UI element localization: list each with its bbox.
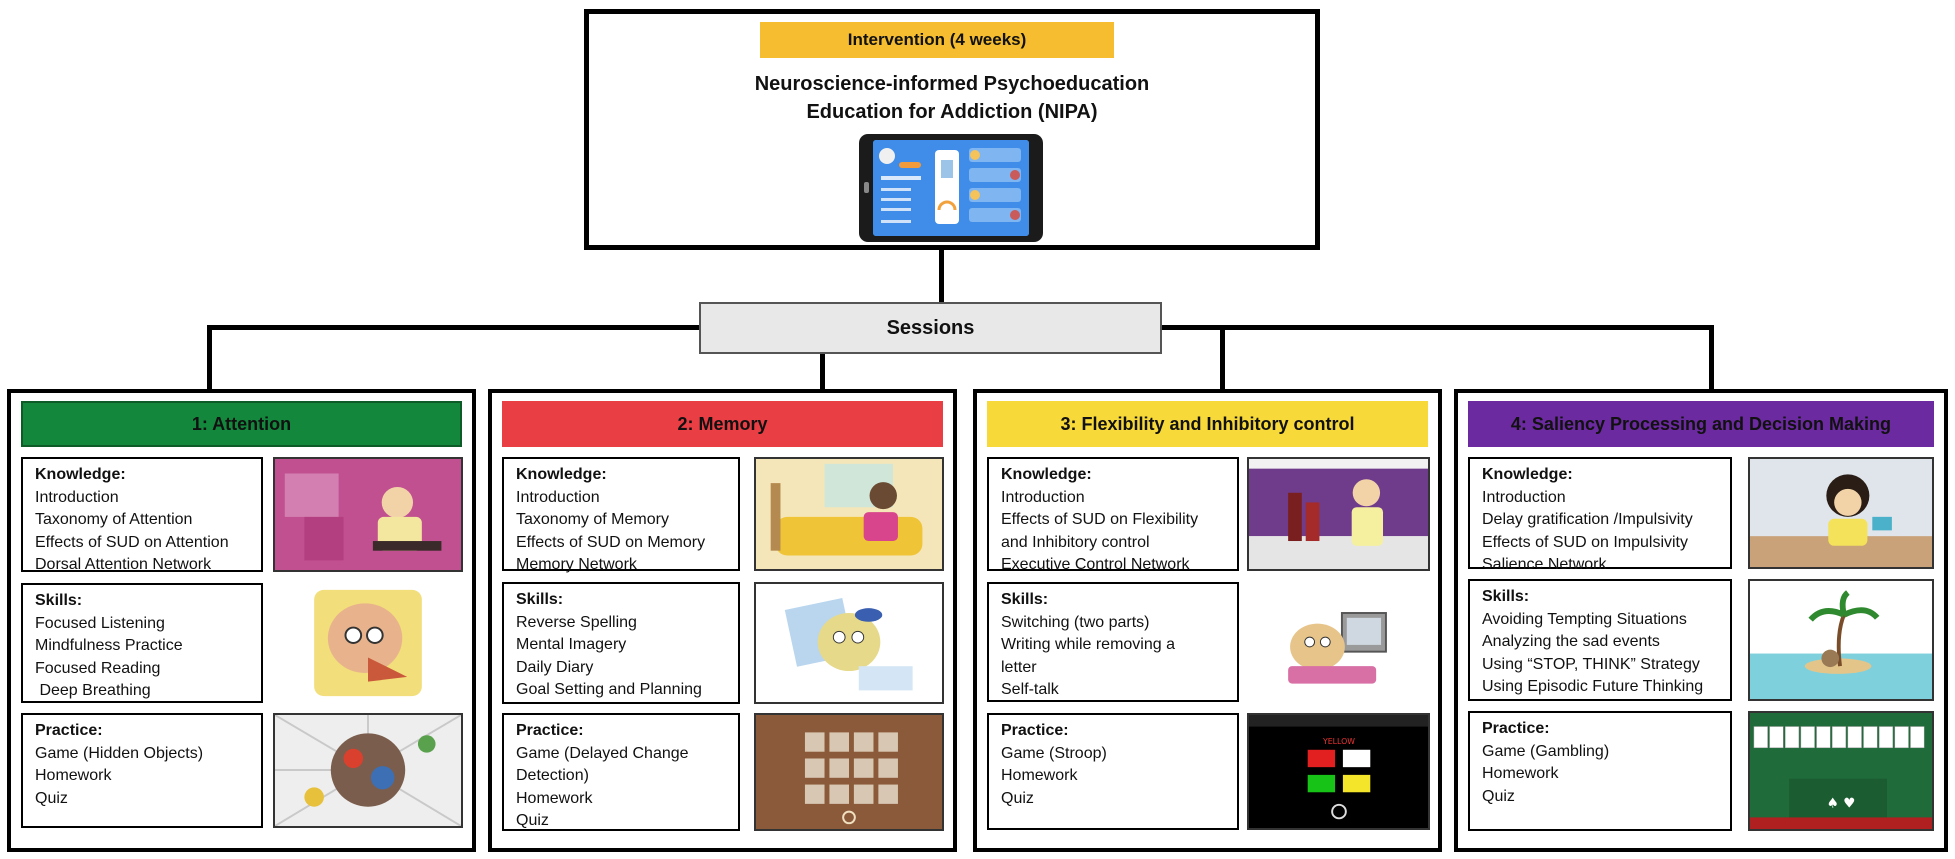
session-header-memory: 2: Memory [502, 401, 943, 447]
session-column-attention: 1: Attention Knowledge: Introduction Tax… [7, 389, 476, 852]
connector-col3 [1220, 325, 1225, 389]
practice-cell: Practice: Game (Hidden Objects) Homework… [21, 713, 263, 828]
flexibility-practice-image: YELLOW [1247, 713, 1430, 830]
memory-knowledge-image [754, 457, 944, 571]
flexibility-knowledge-image [1247, 457, 1430, 571]
attention-skills-image [273, 583, 463, 703]
skills-cell: Skills: Avoiding Tempting Situations Ana… [1468, 579, 1732, 701]
attention-knowledge-image [273, 457, 463, 572]
knowledge-cell: Knowledge: Introduction Taxonomy of Memo… [502, 457, 740, 573]
memory-practice-image [754, 713, 944, 831]
connector-col1 [207, 325, 212, 389]
connector-left-h [207, 325, 699, 330]
session-column-saliency: 4: Saliency Processing and Decision Maki… [1454, 389, 1948, 852]
svg-text:♠ ♥: ♠ ♥ [1827, 796, 1856, 812]
saliency-practice-image: ♠ ♥ [1748, 711, 1934, 831]
skills-cell: Skills: Focused Listening Mindfulness Pr… [21, 583, 263, 703]
knowledge-cell: Knowledge: Introduction Effects of SUD o… [987, 457, 1239, 573]
intervention-box: Intervention (4 weeks) Neuroscience-info… [584, 9, 1320, 250]
session-header-saliency: 4: Saliency Processing and Decision Maki… [1468, 401, 1934, 447]
connector-top [939, 250, 944, 302]
knowledge-cell: Knowledge: Introduction Taxonomy of Atte… [21, 457, 263, 573]
connector-col2 [820, 354, 825, 389]
knowledge-cell: Knowledge: Introduction Delay gratificat… [1468, 457, 1732, 573]
flexibility-skills-image [1247, 582, 1430, 702]
session-column-flexibility: 3: Flexibility and Inhibitory control Kn… [973, 389, 1442, 852]
session-column-memory: 2: Memory Knowledge: Introduction Taxono… [488, 389, 957, 852]
practice-cell: Practice: Game (Stroop) Homework Quiz [987, 713, 1239, 830]
connector-right-h [1162, 325, 1714, 330]
saliency-knowledge-image [1748, 457, 1934, 569]
program-title: Neuroscience-informed Psychoeducation Ed… [754, 73, 1150, 123]
tablet-image [859, 134, 1043, 242]
memory-skills-image [754, 582, 944, 704]
practice-cell: Practice: Game (Delayed Change Detection… [502, 713, 740, 831]
session-header-attention: 1: Attention [21, 401, 462, 447]
attention-practice-image [273, 713, 463, 828]
intervention-tag: Intervention (4 weeks) [760, 22, 1114, 58]
saliency-skills-image [1748, 579, 1934, 701]
connector-col4 [1709, 325, 1714, 389]
sessions-box: Sessions [699, 302, 1162, 354]
svg-text:YELLOW: YELLOW [1322, 737, 1355, 746]
practice-cell: Practice: Game (Gambling) Homework Quiz [1468, 711, 1732, 831]
skills-cell: Skills: Switching (two parts) Writing wh… [987, 582, 1239, 702]
session-header-flexibility: 3: Flexibility and Inhibitory control [987, 401, 1428, 447]
skills-cell: Skills: Reverse Spelling Mental Imagery … [502, 582, 740, 704]
